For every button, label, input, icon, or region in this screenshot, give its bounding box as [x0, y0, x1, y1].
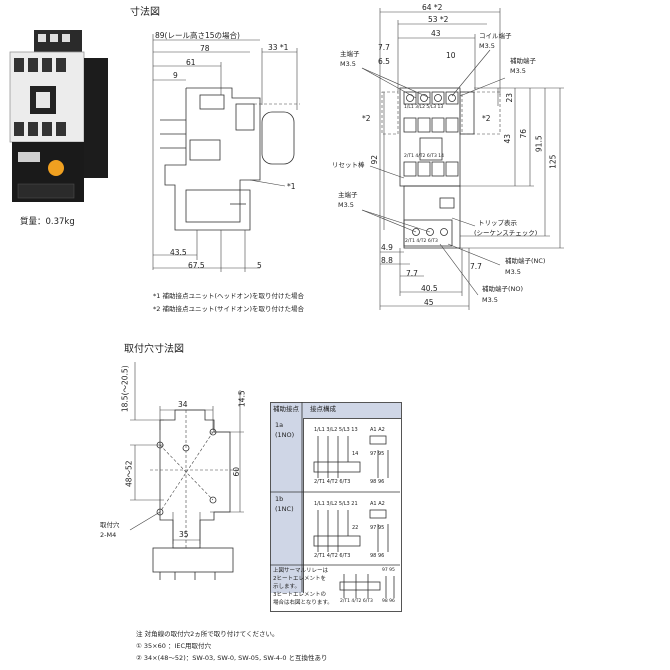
aux-nc-label: 補助端子(NC): [505, 257, 546, 265]
row-1b-sub: (1NC): [275, 505, 294, 513]
dim-78: 78: [200, 44, 210, 53]
note-2: *2 補助接点ユニット(サイドオン)を取り付けた場合: [153, 305, 305, 313]
aux-nc-size: M3.5: [505, 268, 521, 276]
mount-hole-size: 2-M4: [100, 531, 117, 539]
row2-coil: A1 A2: [370, 501, 385, 507]
row-1b-label: 1b: [275, 495, 284, 503]
reset-rod-label: リセット棒: [332, 161, 365, 169]
star2-left: *2: [362, 114, 371, 123]
main-terminal-top-size: M3.5: [340, 60, 356, 68]
row1-97: 97 95: [370, 451, 385, 457]
row2-98: 98 96: [370, 553, 385, 559]
table-header-config: 接点構成: [310, 405, 336, 413]
star2-right: *2: [482, 114, 491, 123]
row2-terminals-top: 1/L1 3/L2 5/L3 21: [314, 501, 358, 507]
foot-97: 97 95: [382, 568, 395, 573]
foot-terminals-bottom: 2/T1 4/T2 6/T3: [340, 599, 373, 604]
dim-8-8: 8.8: [381, 256, 393, 265]
dim-5: 5: [257, 261, 262, 270]
dim-34: 34: [178, 400, 188, 409]
coil-terminal-size: M3.5: [479, 42, 495, 50]
row2-terminals-bottom: 2/T1 4/T2 6/T3: [314, 553, 351, 559]
foot-98: 98 96: [382, 599, 395, 604]
table-header-aux: 補助接点: [273, 405, 299, 413]
main-title: 寸法図: [130, 7, 160, 18]
table-first-column: [271, 418, 304, 593]
row1-terminals-top: 1/L1 3/L2 5/L3 13: [314, 427, 358, 433]
mount-title: 取付穴寸法図: [124, 344, 184, 355]
trip-indicator-sub: (シーケンスチェック): [474, 229, 538, 237]
dim-53: 53 *2: [428, 15, 449, 24]
dim-33: 33 *1: [268, 43, 289, 52]
dim-40-5: 40.5: [421, 284, 438, 293]
product-photo: [4, 28, 114, 208]
row-1a-label: 1a: [275, 421, 284, 429]
contact-table: [270, 402, 402, 612]
main-terminal-top-label: 主端子: [340, 50, 360, 58]
trip-indicator-label: トリップ表示: [478, 219, 517, 227]
weight-label: 質量：0.37kg: [20, 217, 75, 227]
dim-67-5: 67.5: [188, 261, 205, 270]
dim-10: 10: [446, 51, 456, 60]
dim-45: 45: [424, 298, 434, 307]
dim-64: 64 *2: [422, 3, 443, 12]
dim-7-7b: 7.7: [406, 269, 418, 278]
table-header: [271, 403, 401, 419]
dim-89: 89(レール高さ15の場合): [155, 31, 240, 40]
dim-35: 35: [179, 530, 189, 539]
terminal-label-top: 1/L1 3/L2 5/L3 13: [404, 105, 444, 110]
aux-terminal-top-size: M3.5: [510, 67, 526, 75]
top-terminals: [403, 91, 459, 133]
row1-coil: A1 A2: [370, 427, 385, 433]
aux-terminal-top-label: 補助端子: [510, 57, 536, 65]
terminal-label-mid: 2/T1 4/T2 6/T3 14: [404, 154, 444, 159]
bottom-note-1: 注 対角線の取付穴2ヵ所で取り付けてください。: [136, 630, 279, 638]
aux-no-label: 補助端子(NO): [482, 285, 524, 293]
dim-9: 9: [173, 71, 178, 80]
table-foot-5: 場合は右図となります。: [273, 600, 333, 606]
row1-terminals-bottom: 2/T1 4/T2 6/T3: [314, 479, 351, 485]
main-terminal-bottom-size: M3.5: [338, 201, 354, 209]
coil-terminal-label: コイル端子: [479, 32, 512, 40]
dim-6-5: 6.5: [378, 57, 390, 66]
mount-hole-label: 取付穴: [100, 521, 120, 529]
dim-43-top: 43: [431, 29, 441, 38]
row1-14: 14: [352, 451, 359, 457]
main-terminal-bottom-label: 主端子: [338, 191, 358, 199]
row1-98: 98 96: [370, 479, 385, 485]
bottom-note-3: ② 34×(48～52)：SW-03, SW-0, SW-05, SW-4-0 …: [136, 654, 328, 662]
dim-61: 61: [186, 58, 196, 67]
note-1: *1 補助接点ユニット(ヘッドオン)を取り付けた場合: [153, 292, 305, 300]
table-foot-2: 2ヒートエレメントを: [273, 576, 326, 582]
row-1a-sub: (1NO): [275, 431, 295, 439]
table-foot-4: 3ヒートエレメントの: [273, 592, 326, 598]
dim-7-7c: 7.7: [470, 262, 482, 271]
aux-no-size: M3.5: [482, 296, 498, 304]
table-foot-3: 示します。: [273, 584, 300, 590]
dim-7-7a: 7.7: [378, 43, 390, 52]
dim-4-9: 4.9: [381, 243, 393, 252]
row2-22: 22: [352, 525, 359, 531]
table-foot-1: 上図サーマルリレーは: [273, 568, 329, 574]
row2-97: 97 95: [370, 525, 385, 531]
terminal-label-bottom: 2/T1 4/T2 6/T3: [405, 239, 438, 244]
dim-43-5: 43.5: [170, 248, 187, 257]
bottom-note-2: ① 35×60 ：IEC用取付穴: [136, 642, 212, 650]
side-star1: *1: [287, 182, 296, 191]
